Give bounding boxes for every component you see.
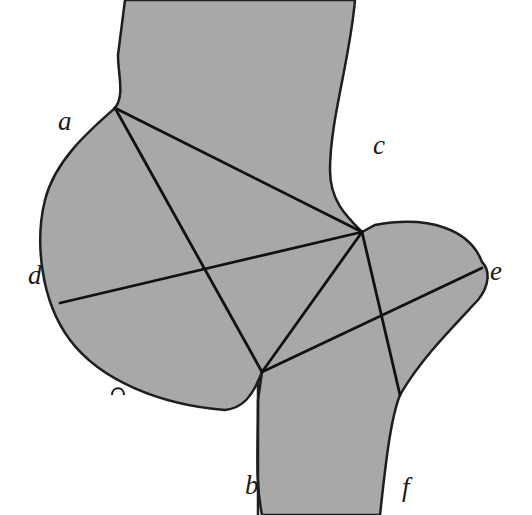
point-letter: b	[245, 472, 259, 499]
line-a-c	[115, 108, 362, 232]
point-letter: d	[28, 262, 42, 289]
line-b-e	[262, 268, 482, 372]
point-letter: a	[58, 108, 72, 135]
point-letter: f	[402, 474, 410, 501]
line-d-c	[60, 232, 362, 303]
shaded-outline	[40, 0, 487, 515]
point-letter: c	[373, 132, 385, 159]
construction-lines	[60, 108, 482, 395]
line-a-b	[115, 108, 262, 372]
small-mark	[112, 388, 124, 395]
line-c-f	[362, 232, 400, 395]
point-letter: e	[490, 258, 502, 285]
line-c-b	[262, 232, 362, 372]
